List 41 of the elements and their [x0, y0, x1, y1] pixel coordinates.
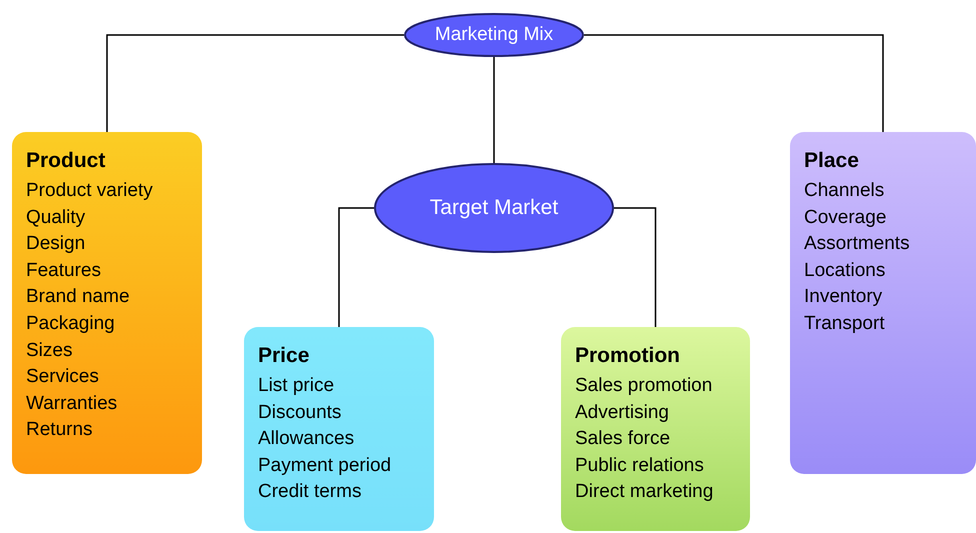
list-item: Returns: [26, 418, 93, 442]
list-item: Design: [26, 232, 86, 256]
list-item: Allowances: [258, 427, 354, 452]
list-item: Public relations: [575, 454, 704, 478]
list-item: Packaging: [26, 312, 115, 336]
connector-line: [338, 207, 374, 327]
list-item: Direct marketing: [575, 480, 714, 504]
card-heading: Promotion: [575, 343, 680, 369]
list-item: Discounts: [258, 400, 342, 425]
list-item: Sales promotion: [575, 374, 712, 398]
connector-line: [493, 57, 495, 163]
list-item: Sizes: [26, 338, 72, 363]
card-heading: Place: [804, 148, 859, 174]
node-label: Marketing Mix: [434, 24, 554, 46]
list-item: Quality: [26, 206, 86, 230]
list-item: Services: [26, 365, 99, 390]
list-item: Locations: [804, 258, 886, 283]
connector-line: [106, 34, 404, 132]
category-card: [561, 327, 750, 531]
list-item: List price: [258, 374, 334, 398]
list-item: Payment period: [258, 454, 392, 478]
list-item: Warranties: [26, 392, 118, 416]
list-item: Channels: [804, 179, 884, 203]
connector-line: [614, 207, 656, 327]
list-item: Assortments: [804, 232, 910, 256]
category-card: [12, 132, 202, 474]
card-heading: Product: [26, 148, 106, 174]
list-item: Features: [26, 258, 101, 283]
list-item: Sales force: [575, 427, 670, 452]
list-item: Advertising: [575, 400, 669, 425]
card-heading: Price: [258, 343, 310, 369]
list-item: Transport: [804, 312, 885, 336]
list-item: Product variety: [26, 179, 153, 203]
connector-line: [584, 34, 884, 132]
list-item: Coverage: [804, 206, 886, 230]
category-card: [790, 132, 976, 474]
list-item: Inventory: [804, 285, 882, 310]
category-card: [244, 327, 434, 531]
list-item: Credit terms: [258, 480, 362, 504]
list-item: Brand name: [26, 285, 130, 310]
node-label: Target Market: [430, 196, 558, 220]
